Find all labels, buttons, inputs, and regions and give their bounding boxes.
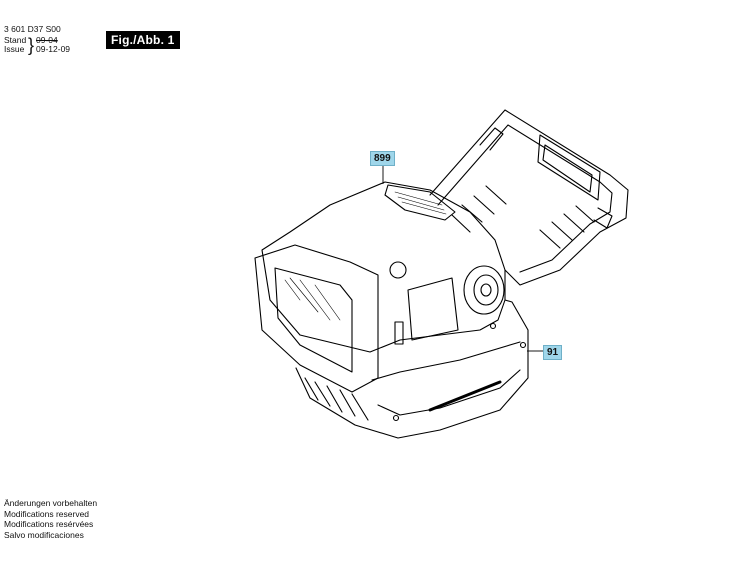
housing-body [261, 181, 506, 353]
callout-899[interactable]: 899 [370, 151, 395, 166]
brace-icon: } [28, 35, 35, 55]
footer-line-es: Salvo modificaciones [4, 529, 84, 540]
sensor-icon [389, 261, 407, 279]
footer-notice: Änderungen vorbehalten Modifications res… [4, 498, 97, 540]
lens-glass [274, 267, 353, 373]
control-knob [463, 265, 505, 315]
side-button [394, 321, 404, 345]
footer-line-de: Änderungen vorbehalten [4, 498, 98, 508]
stand-label: Stand [4, 35, 27, 45]
footer-line-fr: Modifications resérvées [4, 519, 94, 529]
stand-value: 09-04 [36, 35, 58, 45]
callout-91[interactable]: 91 [543, 345, 563, 360]
lens-frame [254, 244, 379, 393]
top-vent [384, 184, 456, 221]
display-window [407, 277, 459, 341]
base-housing [295, 299, 529, 439]
handle-slot [537, 134, 601, 201]
issue-label: Issue [4, 44, 25, 54]
footer-line-en: Modifications reserved [4, 508, 90, 519]
figure-label: Fig./Abb. 1 [106, 31, 180, 49]
handle-inner [437, 124, 613, 273]
part-number: 3 601 D37 S00 [4, 24, 61, 34]
issue-value: 09-12-09 [36, 44, 71, 54]
handle-outer [429, 109, 629, 286]
